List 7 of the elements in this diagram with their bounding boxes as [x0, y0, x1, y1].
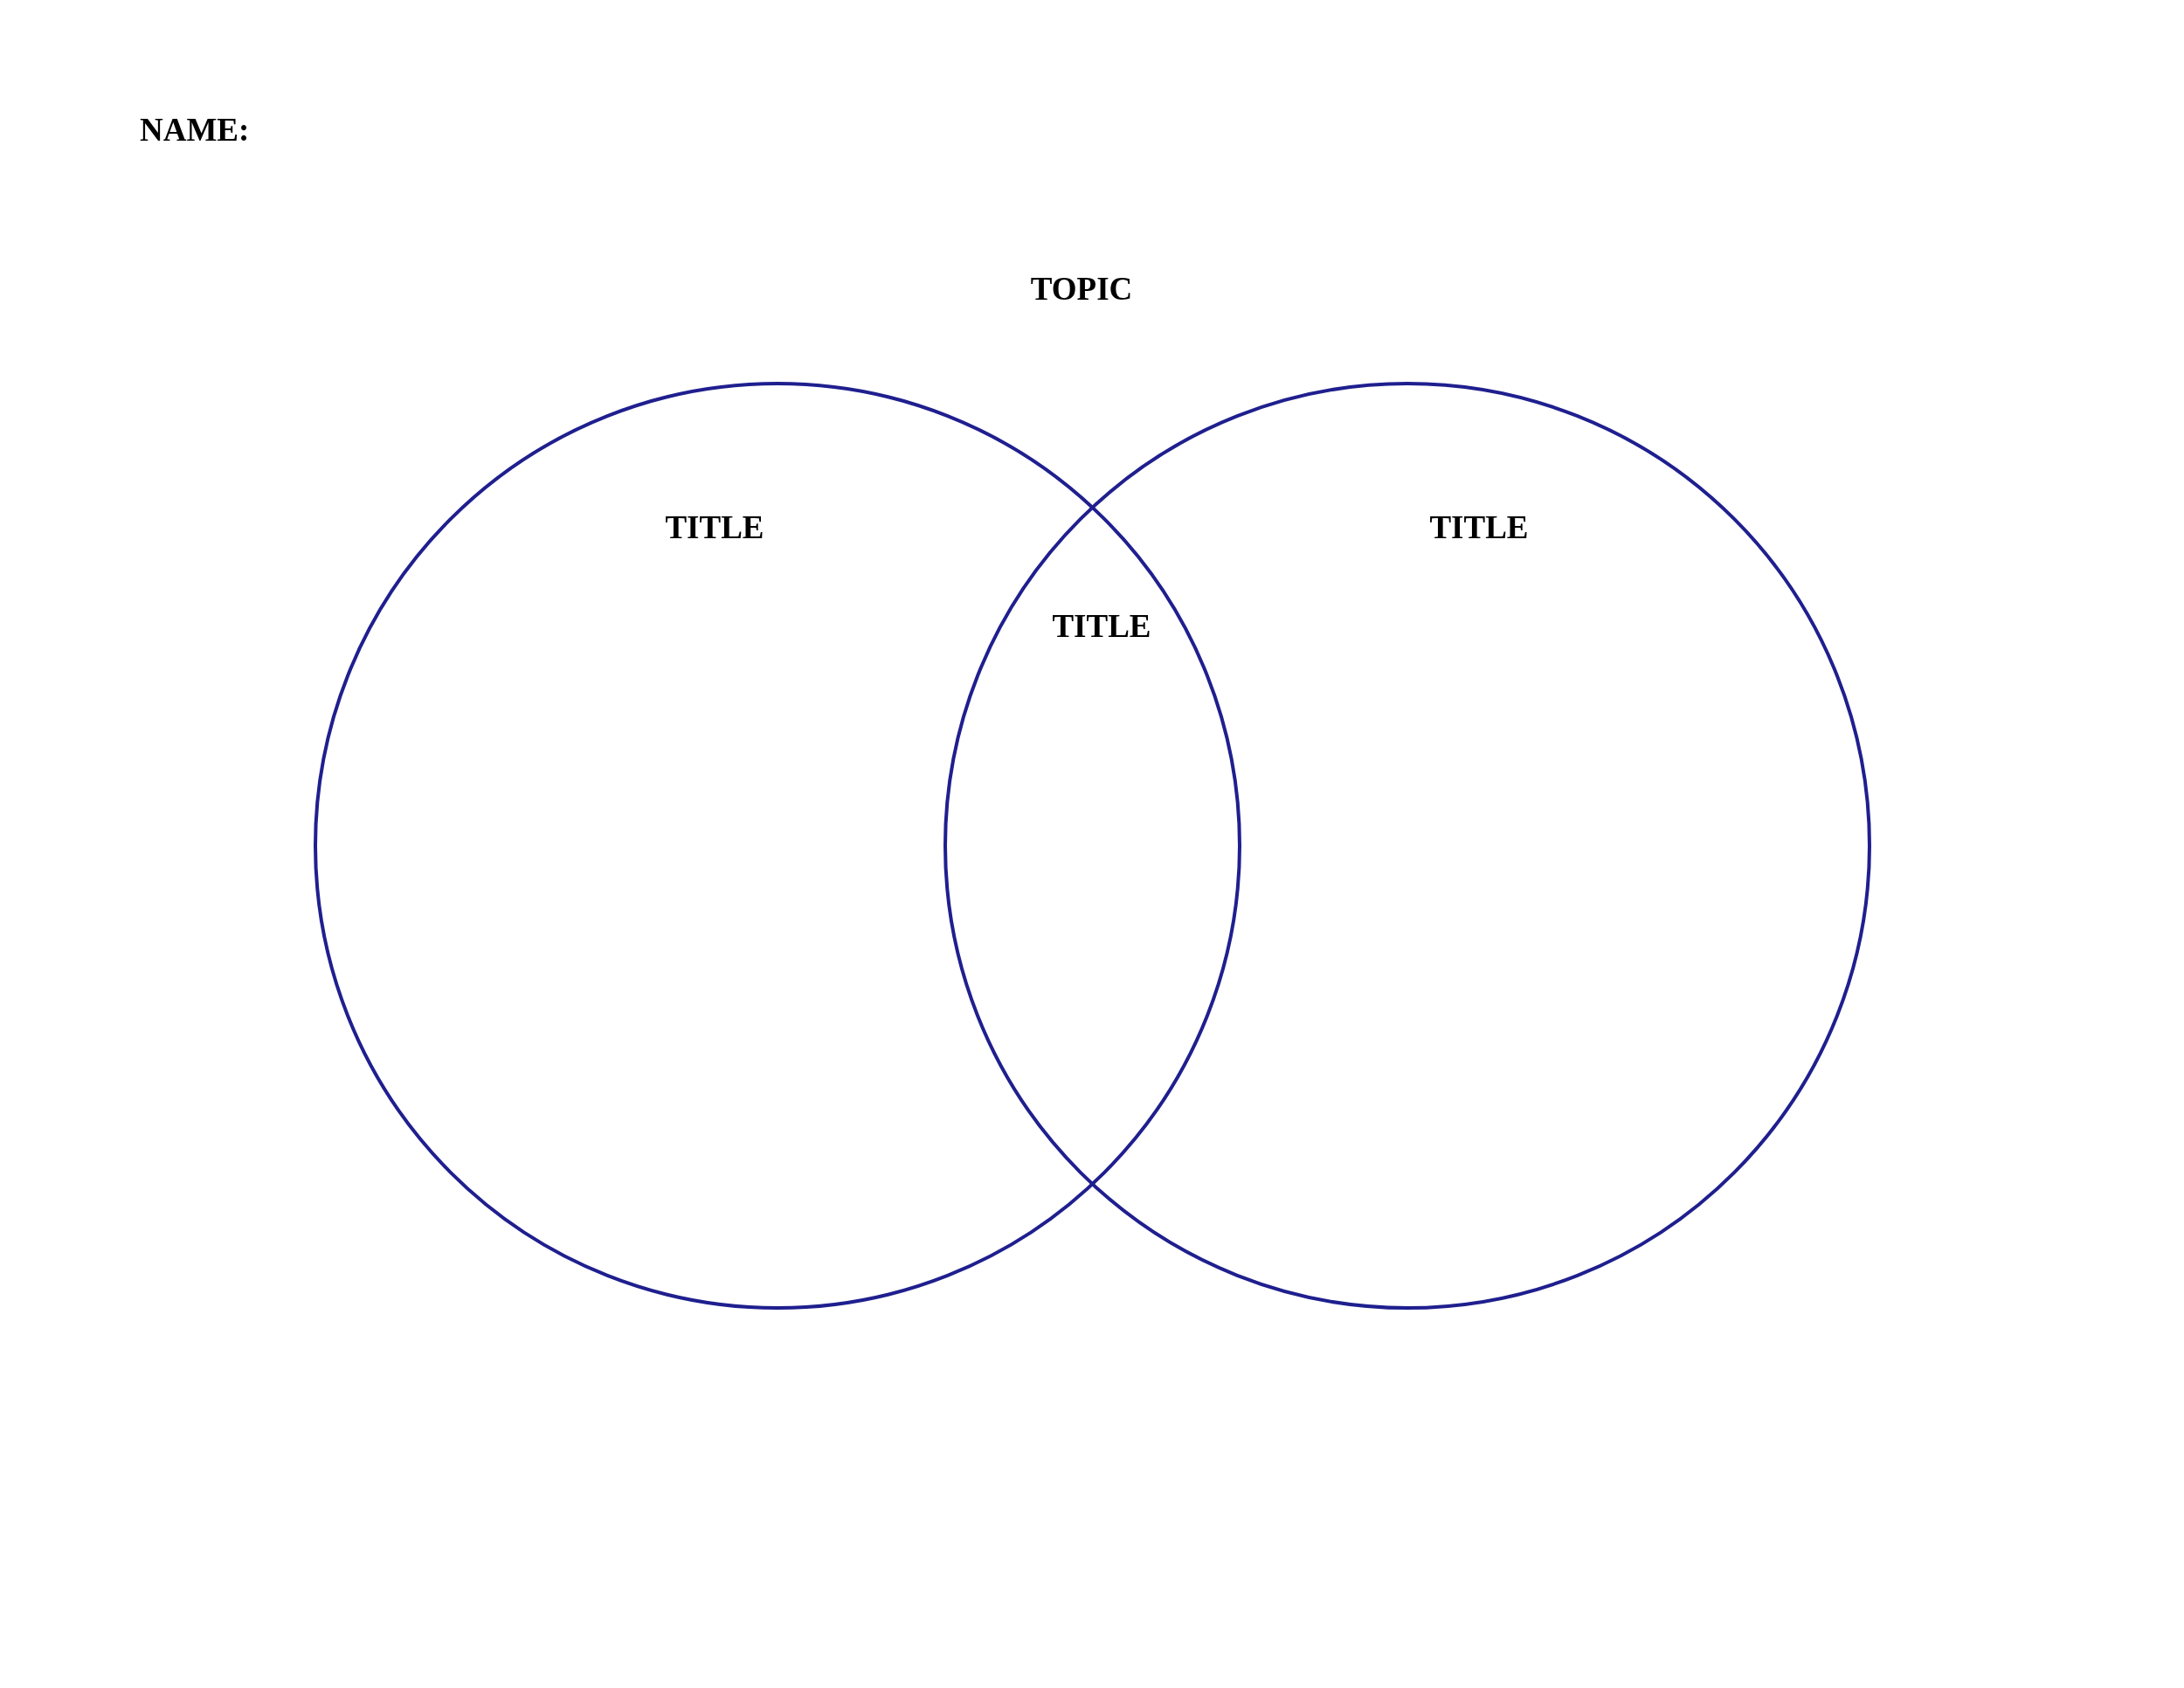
- circle-title: TITLE: [665, 511, 764, 543]
- name-label: NAME:: [140, 114, 250, 146]
- venn-circle: [314, 382, 1241, 1310]
- intersection-title: TITLE: [1052, 610, 1151, 642]
- topic-heading: TOPIC: [1030, 273, 1133, 305]
- circle-title: TITLE: [1429, 511, 1529, 543]
- venn-circle: [943, 382, 1871, 1310]
